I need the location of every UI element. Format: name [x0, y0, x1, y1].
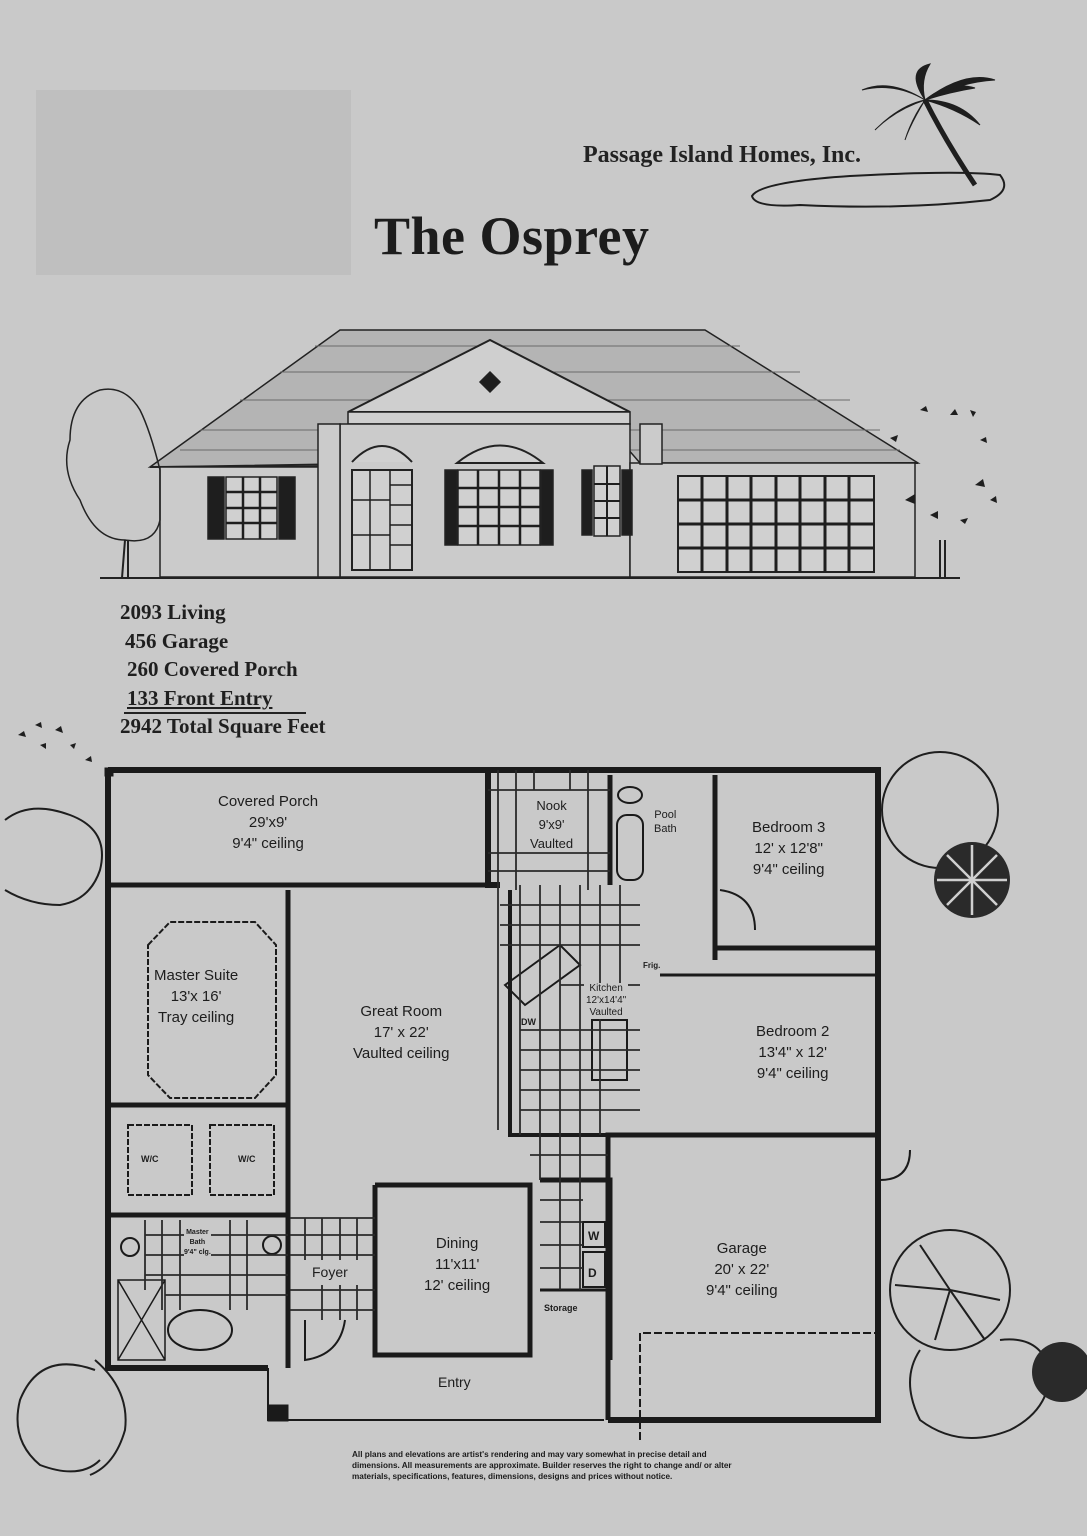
sqft-garage: 456 Garage: [125, 628, 229, 653]
room-size: 29'x9': [248, 814, 288, 831]
room-name: Master: [186, 1229, 209, 1236]
room-size: 13'x 16': [170, 988, 222, 1005]
sqft-living: 2093 Living: [120, 600, 226, 624]
room-name: Bedroom 2: [756, 1023, 830, 1040]
room-ceiling: 9'4" ceiling: [232, 835, 304, 852]
room-garage: Garage 20' x 22' 9'4" ceiling: [706, 1238, 778, 1301]
room-ceiling: 9'4" ceiling: [756, 1065, 829, 1082]
tree-large-branches: [894, 1244, 1001, 1341]
room-ceiling: 9'4" ceiling: [706, 1282, 778, 1299]
disclaimer-text: All plans and elevations are artist's re…: [352, 1450, 732, 1481]
tree-star-pattern: [937, 845, 1007, 915]
room-ceiling: 9'4" clg.: [184, 1249, 211, 1256]
room-name: Covered Porch: [218, 793, 319, 810]
room-pool-bath: Pool Bath: [654, 808, 677, 836]
room-ceiling: Vaulted: [589, 1007, 623, 1018]
room-bedroom-2: Bedroom 2 13'4" x 12' 9'4" ceiling: [756, 1021, 829, 1084]
room-size: 9'x9': [538, 817, 565, 832]
room-foyer: Foyer: [310, 1262, 350, 1283]
room-name: Great Room: [360, 1003, 443, 1020]
tree-shrub-outline: [909, 1338, 1052, 1439]
fixture-fridge: Frig.: [643, 961, 661, 970]
room-ceiling: 12' ceiling: [424, 1277, 491, 1294]
room-ceiling: Vaulted: [530, 836, 574, 851]
shrub-icon: [18, 722, 92, 762]
tree-outline-icon: [4, 807, 103, 907]
room-size: 11'x11': [434, 1256, 480, 1273]
sum-divider: [124, 712, 306, 714]
tree-large-icon: [889, 1229, 1011, 1351]
room-great-room: Great Room 17' x 22' Vaulted ceiling: [353, 1001, 449, 1064]
room-ceiling: Tray ceiling: [158, 1009, 235, 1026]
room-name: Master Suite: [154, 967, 239, 984]
room-size: 12' x 12'8": [754, 840, 823, 857]
room-ceiling: Vaulted ceiling: [353, 1045, 450, 1062]
room-name-2: Bath: [654, 823, 677, 835]
room-size: 17' x 22': [373, 1024, 429, 1041]
room-name: Nook: [536, 798, 567, 813]
room-name-2: Bath: [189, 1239, 206, 1246]
room-name: Dining: [435, 1235, 479, 1252]
tile-grid-pattern: [144, 770, 640, 1320]
room-nook: Nook 9'x9' Vaulted: [530, 796, 573, 853]
tree-bottom-left-icon: [16, 1363, 101, 1473]
room-name: Garage: [716, 1240, 767, 1257]
fixture-dryer: D: [588, 1266, 597, 1280]
room-wic-left: W/C: [141, 1154, 159, 1164]
fixture-washer: W: [588, 1229, 600, 1243]
room-master-suite: Master Suite 13'x 16' Tray ceiling: [154, 965, 238, 1028]
redacted-area: [36, 90, 351, 275]
company-name: Passage Island Homes, Inc.: [583, 142, 862, 168]
floor-plan-drawing: [104, 767, 911, 1440]
sqft-total: 2942 Total Square Feet: [120, 714, 326, 738]
room-size: 12'x14'4": [586, 995, 627, 1006]
fixture-dishwasher: DW: [521, 1017, 536, 1027]
room-dining: Dining 11'x11' 12' ceiling: [424, 1233, 490, 1296]
room-wic-right: W/C: [238, 1154, 256, 1164]
room-kitchen: Kitchen 12'x14'4" Vaulted: [584, 983, 629, 1019]
room-size: 20' x 22': [714, 1261, 770, 1278]
plan-title: The Osprey: [374, 206, 650, 266]
room-covered-porch: Covered Porch 29'x9' 9'4" ceiling: [218, 791, 318, 854]
square-footage-list: 2093 Living 456 Garage 260 Covered Porch…: [120, 598, 326, 741]
right-tree-leaves-icon: [890, 406, 997, 524]
room-master-bath: Master Bath 9'4" clg.: [184, 1228, 211, 1258]
room-name: Bedroom 3: [752, 819, 826, 836]
room-name: Kitchen: [589, 983, 623, 994]
sqft-front-entry: 133 Front Entry: [127, 685, 273, 710]
room-ceiling: 9'4" ceiling: [752, 861, 825, 878]
tree-star-small-icon: [1032, 1342, 1087, 1402]
room-entry: Entry: [438, 1374, 471, 1390]
house-elevation-drawing: [65, 329, 960, 579]
palm-tree-island-icon: [750, 63, 1006, 208]
room-size: 13'4" x 12': [758, 1044, 827, 1061]
room-bedroom-3: Bedroom 3 12' x 12'8" 9'4" ceiling: [752, 817, 825, 880]
room-storage: Storage: [544, 1303, 578, 1313]
sqft-covered-porch: 260 Covered Porch: [127, 657, 298, 681]
room-name: Pool: [654, 809, 677, 821]
